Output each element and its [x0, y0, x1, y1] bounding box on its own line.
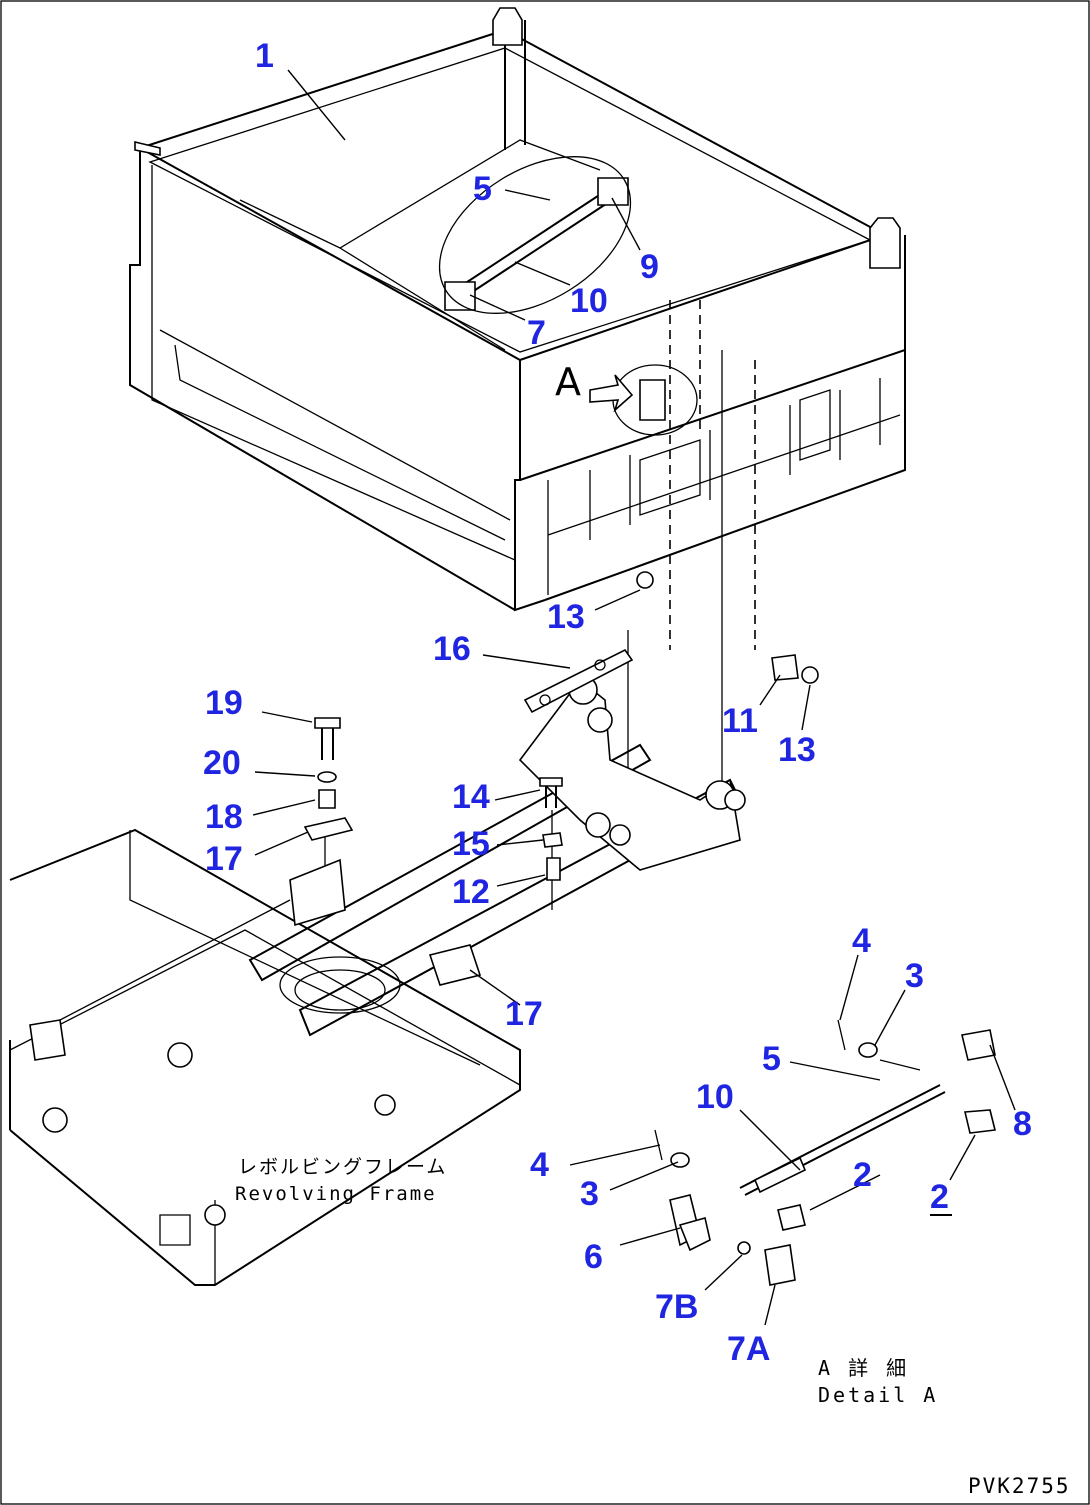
callout-17-b: 17: [505, 995, 543, 1033]
callout-17: 17: [205, 840, 243, 878]
callout-10-b: 10: [696, 1078, 734, 1116]
callout-11: 11: [722, 702, 758, 740]
callout-20: 20: [203, 744, 241, 782]
callout-3: 3: [905, 957, 924, 995]
callout-18: 18: [205, 798, 243, 836]
callout-8: 8: [1013, 1105, 1032, 1143]
callout-7b: 7B: [655, 1288, 698, 1326]
callout-2: 2: [853, 1156, 872, 1194]
callout-1: 1: [255, 37, 274, 75]
callout-13: 13: [547, 598, 585, 636]
detail-label-jp: A 詳 細: [818, 1356, 909, 1380]
callout-13-b: 13: [778, 731, 816, 769]
leader-lines: [252, 69, 1016, 1326]
callout-7a: 7A: [727, 1330, 770, 1368]
callout-6: 6: [584, 1238, 603, 1276]
callout-2-b: 2: [930, 1178, 949, 1216]
callout-12: 12: [452, 873, 490, 911]
view-marker-a: A: [555, 360, 581, 404]
revolving-frame-drawing: [9, 571, 819, 1286]
detail-a-drawing: [654, 1019, 996, 1286]
callout-4-b: 4: [530, 1146, 549, 1184]
callout-19: 19: [205, 684, 243, 722]
callout-14: 14: [452, 778, 490, 816]
callout-5-b: 5: [762, 1040, 781, 1078]
callout-5: 5: [473, 170, 492, 208]
frame-label-jp: レボルビングフレーム: [238, 1156, 447, 1178]
callout-7: 7: [527, 314, 546, 352]
frame-label-en: Revolving Frame: [235, 1183, 437, 1205]
callout-15: 15: [452, 825, 490, 863]
callout-10: 10: [570, 282, 608, 320]
callout-16: 16: [433, 630, 471, 668]
callout-9: 9: [640, 248, 659, 286]
callout-3-b: 3: [580, 1175, 599, 1213]
toolbox-drawing: [129, 7, 906, 612]
detail-label-en: Detail A: [818, 1383, 938, 1407]
callout-4: 4: [852, 922, 871, 960]
drawing-id: PVK2755: [968, 1474, 1071, 1498]
